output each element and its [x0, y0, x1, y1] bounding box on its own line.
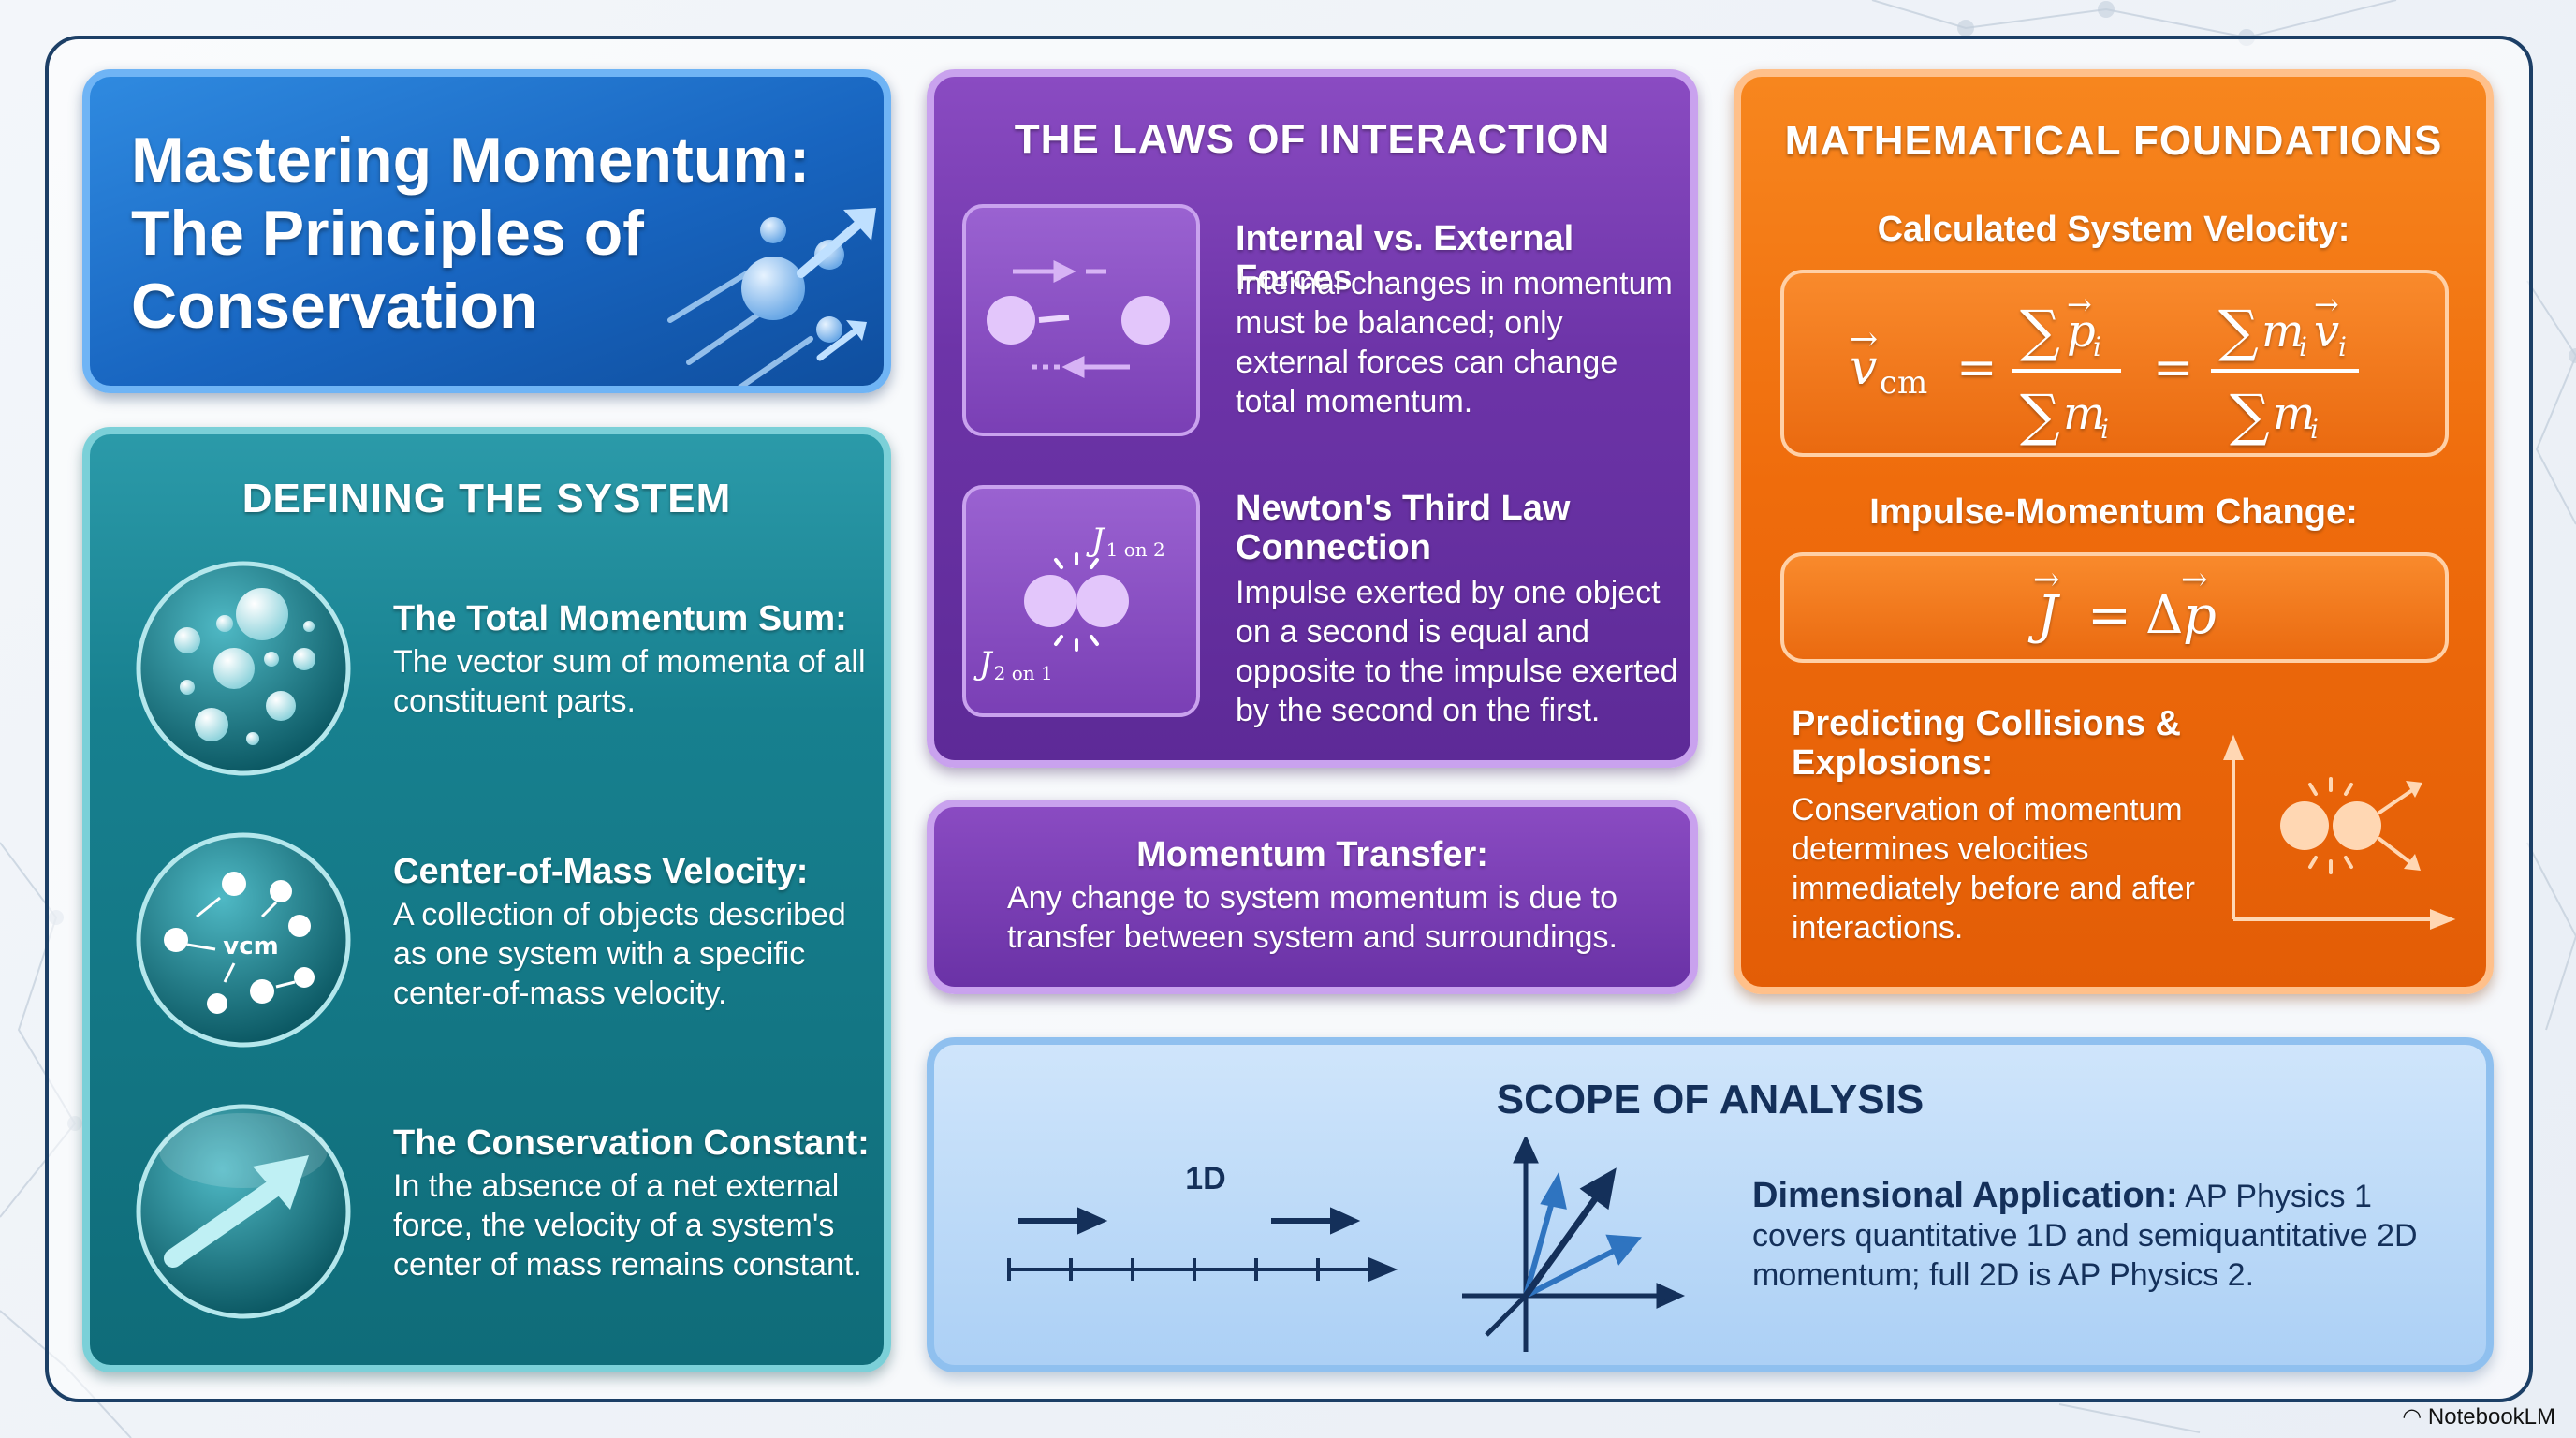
vcm-label: vcm: [223, 932, 278, 961]
transfer-body: Any change to system momentum is due to …: [1006, 880, 1617, 955]
svg-text:=: =: [2153, 340, 2194, 396]
com-velocity-body: A collection of objects described as one…: [393, 897, 846, 1011]
one-dimension-line-icon: 1D: [1007, 1161, 1398, 1282]
notebooklm-logo-icon: ◠: [2402, 1404, 2422, 1430]
svg-text:v: v: [1850, 340, 1877, 396]
velocity-label: Calculated System Velocity:: [1877, 210, 2350, 249]
defining-system-heading: DEFINING THE SYSTEM: [242, 476, 732, 521]
brand-label: NotebookLM: [2427, 1404, 2555, 1430]
svg-text:∑: ∑: [2020, 383, 2060, 448]
impulse-2-on-1-symbol: J: [973, 645, 994, 682]
svg-text:J2 on 1: J2 on 1: [973, 645, 1053, 684]
internal-external-title: Internal vs. External Forces: [1236, 219, 1574, 298]
com-velocity-title: Center-of-Mass Velocity:: [393, 852, 809, 891]
math-foundations-panel: MATHEMATICAL FOUNDATIONS Calculated Syst…: [1734, 69, 2494, 994]
dimensional-application-body: AP Physics 1 covers quantitative 1D and …: [1752, 1179, 2418, 1293]
center-of-mass-icon: vcm: [136, 832, 351, 1048]
collisions-title: Predicting Collisions & Explosions:: [1792, 704, 2181, 783]
svg-text:i: i: [2338, 331, 2347, 362]
conservation-constant-body: In the absence of a net external force, …: [393, 1168, 862, 1283]
scope-heading: SCOPE OF ANALYSIS: [1496, 1077, 1925, 1123]
constant-velocity-arrow-icon: [136, 1104, 351, 1319]
impulse-1-on-2-subscript: 1 on 2: [1106, 538, 1165, 561]
svg-text:=: =: [1956, 340, 1998, 396]
svg-text:∑: ∑: [2020, 299, 2060, 364]
cm-velocity-equation: v → cm = ∑ p → i ∑ m i = ∑ m i v → i ∑: [1850, 286, 2359, 448]
dimensional-application-title: Dimensional Application:: [1752, 1176, 2178, 1215]
third-law-title: Newton's Third Law Connection: [1236, 489, 1571, 567]
svg-text:i: i: [2310, 414, 2319, 445]
title-panel: Mastering Momentum: The Principles of Co…: [82, 69, 891, 393]
impulse-formula: J → = Δ p →: [1780, 552, 2449, 663]
impulse-equation: J → = Δ p →: [2027, 561, 2217, 646]
title-line-2: The Principles of: [131, 198, 644, 269]
svg-text:→: →: [2033, 561, 2060, 598]
third-law-body: Impulse exerted by one object on a secon…: [1236, 575, 1678, 728]
internal-forces-diagram: [962, 204, 1200, 436]
total-momentum-body: The vector sum of momenta of all constit…: [393, 644, 866, 719]
internal-external-body: Internal changes in momentum must be bal…: [1236, 266, 1673, 419]
impulse-1-on-2-symbol: J: [1086, 521, 1106, 559]
svg-text:→: →: [2067, 286, 2092, 322]
particle-cluster-icon: [136, 561, 351, 776]
svg-text:→: →: [2181, 561, 2208, 598]
laws-heading: THE LAWS OF INTERACTION: [1014, 116, 1611, 162]
collisions-body: Conservation of momentum determines velo…: [1792, 792, 2195, 946]
svg-text:∑: ∑: [2230, 383, 2270, 448]
svg-text:J1 on 2: J1 on 2: [1086, 521, 1165, 561]
impulse-label: Impulse-Momentum Change:: [1869, 492, 2358, 532]
total-momentum-title: The Total Momentum Sum:: [393, 599, 847, 638]
page-title: Mastering Momentum: The Principles of Co…: [131, 124, 884, 343]
svg-text:cm: cm: [1880, 364, 1927, 402]
laws-of-interaction-panel: THE LAWS OF INTERACTION Internal vs. Ext…: [927, 69, 1698, 768]
math-heading: MATHEMATICAL FOUNDATIONS: [1784, 118, 2443, 164]
defining-system-panel: DEFINING THE SYSTEM The Total Momentum S…: [82, 427, 891, 1372]
dimensional-application-text: Dimensional Application: AP Physics 1 co…: [1752, 1176, 2464, 1295]
colliding-balls-icon: [987, 259, 1170, 379]
svg-text:i: i: [2299, 331, 2307, 362]
impulse-2-on-1-subscript: 2 on 1: [994, 662, 1053, 684]
svg-text:m: m: [2273, 388, 2316, 440]
svg-text:i: i: [2093, 331, 2101, 362]
oned-label: 1D: [1185, 1161, 1225, 1196]
svg-text:m: m: [2261, 305, 2305, 358]
cm-velocity-formula: v → cm = ∑ p → i ∑ m i = ∑ m i v → i ∑: [1780, 270, 2449, 457]
conservation-constant-title: The Conservation Constant:: [393, 1123, 870, 1163]
svg-text:i: i: [2100, 414, 2109, 445]
svg-text:∑: ∑: [2218, 299, 2259, 364]
svg-text:Δ: Δ: [2145, 585, 2183, 646]
svg-text:m: m: [2063, 388, 2106, 440]
svg-text:p: p: [2183, 585, 2217, 646]
svg-text:v: v: [2314, 305, 2339, 358]
collision-graph-icon: [2223, 734, 2456, 930]
transfer-title: Momentum Transfer:: [1136, 835, 1488, 874]
title-line-3: Conservation: [131, 271, 538, 342]
two-dimension-axes-icon: [1462, 1137, 1686, 1352]
momentum-transfer-panel: Momentum Transfer: Any change to system …: [927, 800, 1698, 994]
title-line-1: Mastering Momentum:: [131, 125, 811, 196]
momentum-spheres-icon: [667, 208, 876, 386]
svg-text:→: →: [1850, 320, 1878, 359]
svg-text:=: =: [2087, 585, 2131, 646]
svg-text:→: →: [2314, 286, 2339, 322]
scope-panel: SCOPE OF ANALYSIS 1D Dimensional Applica: [927, 1037, 2494, 1372]
svg-text:p: p: [2067, 305, 2096, 358]
notebooklm-brand: ◠ NotebookLM: [2402, 1403, 2555, 1431]
